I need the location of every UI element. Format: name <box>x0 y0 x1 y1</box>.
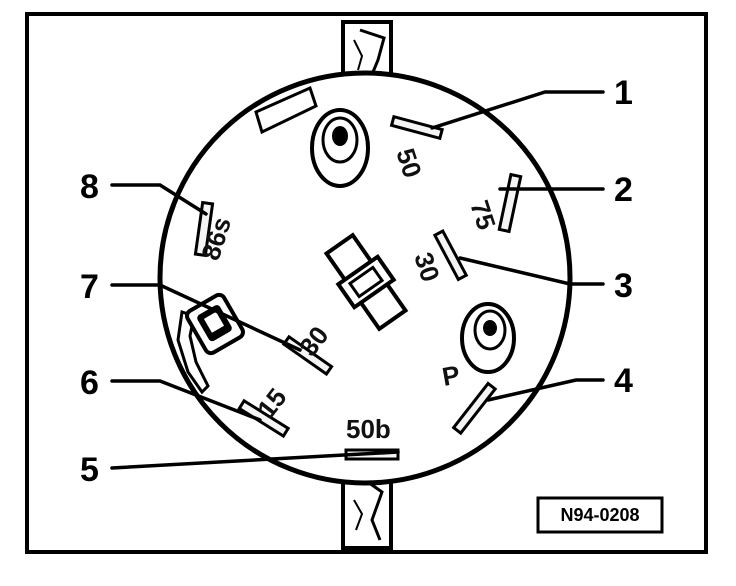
reference-code-box <box>536 496 664 534</box>
callout-5: 5 <box>80 451 99 489</box>
leader-6 <box>110 379 262 422</box>
callout-7: 7 <box>80 268 99 306</box>
rim-lip <box>254 85 318 135</box>
center-cam <box>323 232 409 332</box>
leader-8 <box>110 183 208 216</box>
leader-1 <box>430 90 605 130</box>
leader-4 <box>486 378 605 402</box>
blade-15 <box>237 398 291 439</box>
callout-8: 8 <box>80 168 99 206</box>
bottom-mounting-tab <box>341 468 393 550</box>
lower-rivet <box>460 302 516 374</box>
terminal-label-50b: 50b <box>346 414 391 444</box>
reference-code: N94-0208 <box>560 505 639 525</box>
callout-3: 3 <box>614 267 633 305</box>
callout-1: 1 <box>614 74 633 112</box>
callout-4: 4 <box>614 362 633 400</box>
terminal-label-p: P <box>440 359 462 392</box>
callout-6: 6 <box>80 364 99 402</box>
blade-50 <box>389 114 445 141</box>
leader-7 <box>110 283 302 352</box>
leader-5 <box>110 450 400 470</box>
upper-rivet <box>310 108 370 188</box>
callout-2: 2 <box>614 171 633 209</box>
blade-86s <box>193 200 215 258</box>
blade-p <box>451 381 498 436</box>
blade-30-center <box>432 229 469 282</box>
leader-3 <box>458 256 605 286</box>
